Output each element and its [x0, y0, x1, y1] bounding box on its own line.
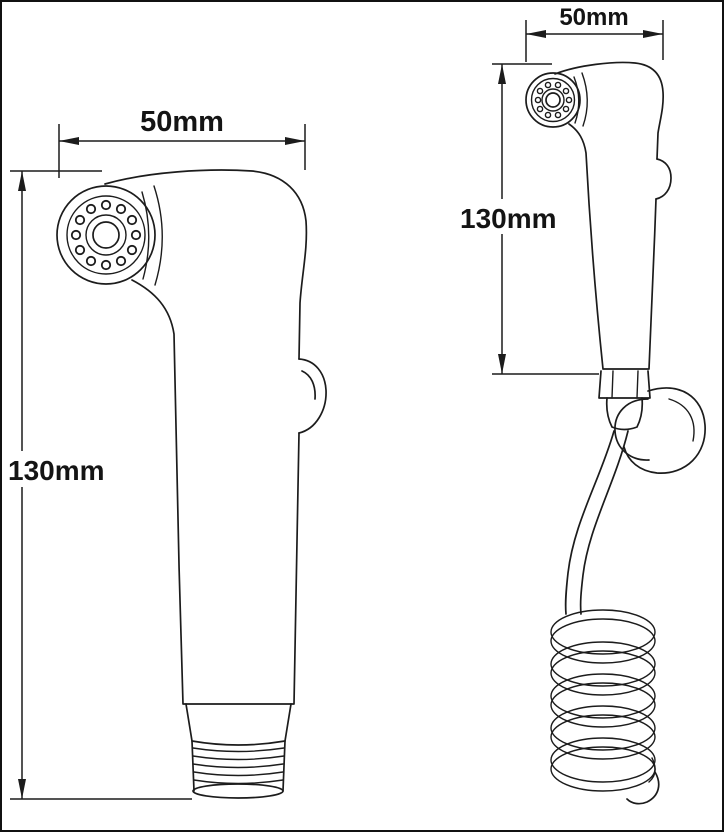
- inlet-thread: [185, 703, 292, 799]
- right-width-label: 50mm: [559, 4, 628, 31]
- extension-lines: [525, 20, 664, 62]
- label-backing: [454, 199, 566, 234]
- right-height-dimension: 130mm: [454, 63, 599, 375]
- sprayer-body-outline: [104, 169, 308, 705]
- right-height-label: 130mm: [460, 203, 557, 234]
- extension-lines: [58, 124, 306, 178]
- coupling-nut: [598, 370, 651, 431]
- nozzle-face: [525, 72, 581, 128]
- sprayer-body-outline: [554, 61, 665, 370]
- trigger-button: [298, 358, 327, 434]
- left-sprayer-drawing: [56, 169, 327, 799]
- nozzle-dots: [70, 199, 142, 271]
- left-width-label: 50mm: [140, 106, 224, 138]
- head-seam-lines: [573, 72, 588, 127]
- wall-holder: [614, 387, 706, 474]
- right-width-dimension: 50mm: [525, 4, 664, 62]
- left-view: 50mm 130mm: [2, 106, 327, 800]
- label-backing: [2, 451, 110, 487]
- trigger-button: [655, 158, 672, 200]
- head-seam-lines: [141, 185, 163, 286]
- coiled-hose: [550, 430, 660, 805]
- left-width-dimension: 50mm: [58, 106, 306, 178]
- left-height-label: 130mm: [8, 455, 105, 486]
- right-sprayer-drawing: [525, 61, 706, 805]
- nozzle-face: [56, 185, 156, 285]
- left-height-dimension: 130mm: [2, 170, 192, 800]
- right-view: 50mm 130mm: [454, 4, 706, 805]
- nozzle-dots: [534, 81, 573, 119]
